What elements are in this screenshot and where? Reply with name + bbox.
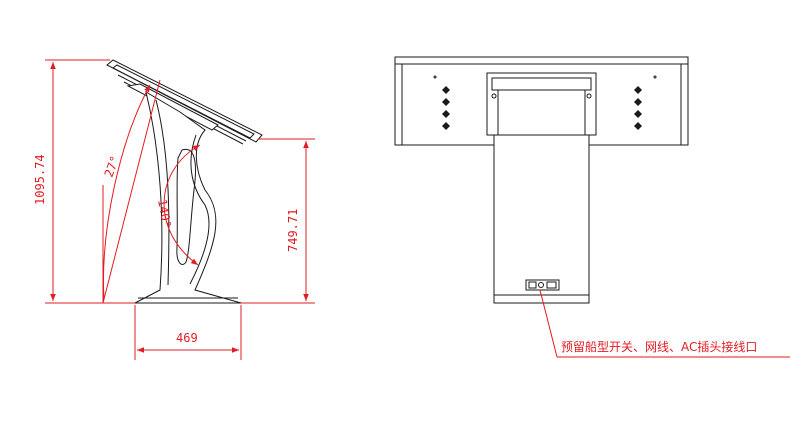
side-view: 1095.74 749.71 469 27° 140°: [33, 59, 315, 360]
front-bracket: [486, 72, 597, 136]
front-column: [493, 134, 590, 304]
dim-total-height: 1095.74: [33, 59, 135, 304]
angle-column: 140°: [155, 144, 201, 266]
port-callout-label: 预留船型开关、网线、AC插头接线口: [561, 339, 757, 354]
angle-column-label: 140°: [155, 198, 174, 229]
dim-base-width-label: 469: [176, 331, 198, 345]
front-view: 预留船型开关、网线、AC插头接线口: [394, 56, 790, 358]
left-mount-holes: [442, 86, 450, 130]
angle-tilt: 27°: [102, 79, 161, 304]
dim-table-height: 749.71: [241, 138, 315, 304]
dim-table-height-label: 749.71: [286, 209, 300, 252]
port-callout: 预留船型开关、网线、AC插头接线口: [539, 289, 790, 358]
port-panel: [525, 279, 560, 291]
angle-tilt-label: 27°: [102, 154, 123, 179]
dim-total-height-label: 1095.74: [33, 154, 47, 205]
dim-base-width: 469: [134, 305, 242, 360]
right-mount-holes: [634, 86, 642, 130]
